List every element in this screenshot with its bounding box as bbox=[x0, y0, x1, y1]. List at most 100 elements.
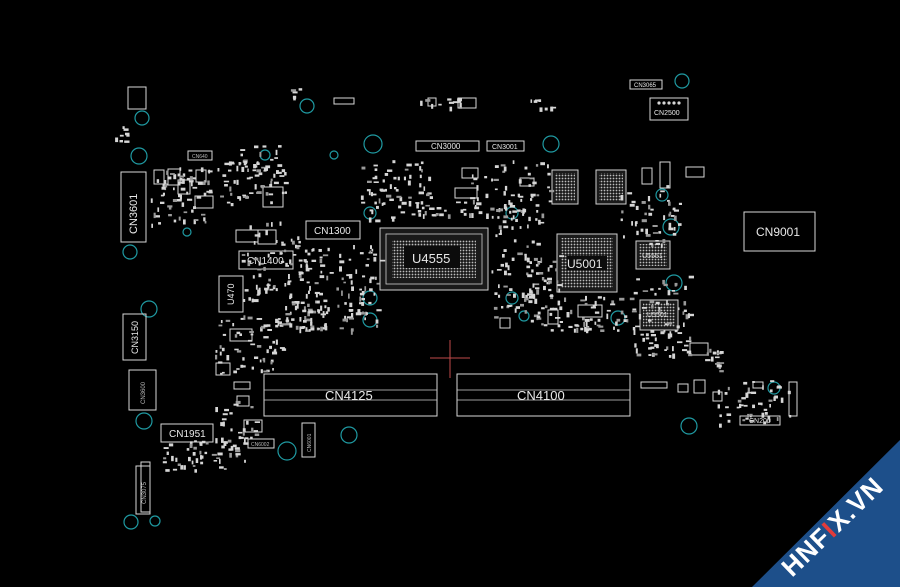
smd-pad bbox=[295, 245, 301, 247]
smd-pad bbox=[252, 275, 255, 279]
mounting-hole bbox=[655, 188, 669, 202]
smd-pad bbox=[299, 317, 302, 322]
connector-cn1951: CN1951 bbox=[160, 423, 214, 443]
smd-pad bbox=[685, 314, 689, 320]
smd-pad bbox=[189, 443, 193, 448]
smd-pad bbox=[199, 450, 202, 455]
smd-pad bbox=[364, 317, 366, 321]
smd-pad bbox=[281, 323, 287, 326]
label-u470: U470 bbox=[226, 283, 236, 305]
smd-pad bbox=[583, 321, 585, 327]
smd-pad bbox=[426, 193, 430, 197]
smd-pad bbox=[232, 444, 237, 448]
smd-pad bbox=[596, 324, 601, 327]
smd-pad bbox=[275, 288, 278, 292]
smd-pad bbox=[365, 312, 368, 315]
smd-pad bbox=[303, 306, 306, 311]
smd-pad bbox=[218, 361, 223, 364]
smd-pad bbox=[285, 322, 291, 326]
smd-pad bbox=[547, 277, 552, 281]
smd-pad bbox=[592, 304, 596, 307]
smd-pad bbox=[268, 193, 274, 196]
smd-pad bbox=[584, 302, 588, 306]
smd-pad bbox=[597, 318, 601, 322]
smd-pad bbox=[494, 292, 498, 295]
smd-pad bbox=[223, 180, 230, 183]
smd-pad bbox=[180, 465, 183, 470]
smd-pad bbox=[549, 307, 554, 311]
smd-pad bbox=[535, 99, 540, 102]
smd-pad bbox=[621, 210, 624, 214]
smd-pad bbox=[236, 165, 239, 172]
smd-pad bbox=[126, 134, 130, 137]
smd-pad bbox=[686, 350, 692, 354]
smd-pad bbox=[220, 320, 223, 324]
smd-pad bbox=[322, 315, 325, 318]
smd-pad bbox=[389, 198, 394, 201]
smd-pad bbox=[263, 324, 268, 328]
smd-pad bbox=[552, 307, 558, 311]
smd-pad bbox=[194, 469, 197, 473]
smd-pad bbox=[511, 226, 514, 230]
smd-pad bbox=[234, 447, 240, 450]
smd-pad bbox=[749, 413, 753, 416]
smd-pad bbox=[457, 98, 462, 102]
smd-pad bbox=[258, 261, 261, 266]
smd-pad bbox=[305, 268, 310, 272]
smd-pad bbox=[263, 167, 268, 171]
smd-pad bbox=[664, 323, 669, 326]
smd-pad bbox=[361, 302, 365, 306]
smd-pad bbox=[529, 288, 532, 294]
smd-pad bbox=[541, 277, 545, 281]
smd-pad bbox=[269, 288, 274, 291]
smd-pad bbox=[663, 283, 668, 287]
smd-pad bbox=[246, 177, 251, 180]
smd-pad bbox=[260, 369, 263, 374]
smd-pad bbox=[200, 455, 204, 459]
smd-pad bbox=[648, 319, 652, 322]
smd-pad bbox=[283, 181, 289, 185]
smd-pad bbox=[667, 290, 671, 296]
smd-pad bbox=[343, 281, 346, 284]
smd-pad bbox=[666, 185, 670, 188]
smd-pad bbox=[490, 207, 495, 211]
smd-pad bbox=[229, 186, 232, 192]
smd-pad bbox=[374, 175, 378, 179]
smd-pad bbox=[620, 310, 624, 315]
smd-pad bbox=[682, 311, 685, 315]
smd-pad bbox=[235, 400, 241, 404]
mounting-hole bbox=[363, 206, 377, 220]
smd-pad bbox=[425, 99, 431, 102]
smd-pad bbox=[359, 288, 362, 291]
mounting-hole bbox=[299, 98, 315, 114]
smd-pad bbox=[584, 318, 590, 322]
mounting-hole bbox=[135, 412, 153, 430]
label-u5001: U5001 bbox=[567, 257, 603, 271]
smd-pad bbox=[364, 286, 367, 292]
smd-pad bbox=[682, 349, 688, 352]
smd-pad bbox=[221, 418, 227, 421]
smd-pad bbox=[425, 204, 430, 207]
smd-pad bbox=[336, 287, 339, 291]
smd-pad bbox=[219, 458, 221, 464]
smd-pad bbox=[257, 289, 261, 295]
smd-pad bbox=[537, 311, 541, 315]
smd-pad bbox=[368, 217, 372, 223]
label-cn3601: CN3601 bbox=[128, 194, 140, 234]
smd-pad bbox=[279, 221, 282, 226]
smd-pad bbox=[559, 306, 563, 311]
smd-pad bbox=[242, 194, 246, 197]
smd-pad bbox=[248, 297, 251, 301]
smd-pad bbox=[274, 157, 278, 159]
smd-pad bbox=[421, 169, 423, 173]
smd-pad bbox=[254, 234, 260, 237]
smd-pad bbox=[462, 208, 467, 211]
smd-pad bbox=[727, 386, 730, 391]
smd-pad bbox=[203, 180, 206, 185]
smd-pad bbox=[617, 329, 620, 332]
smd-pad bbox=[339, 327, 344, 330]
smd-pad bbox=[709, 348, 712, 353]
smd-pad bbox=[253, 430, 258, 433]
smd-pad bbox=[179, 178, 183, 181]
smd-pad bbox=[536, 210, 539, 213]
